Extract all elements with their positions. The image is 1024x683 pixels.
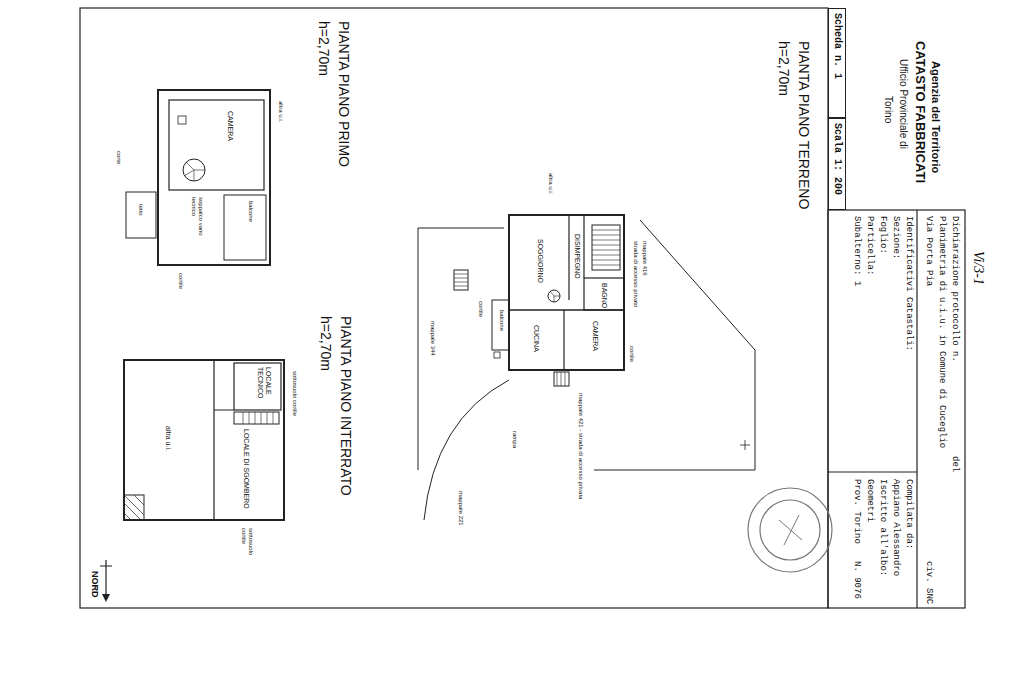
plan-label: strada di accesso privato	[632, 240, 639, 308]
plan-label: Subalterno: 1	[852, 215, 862, 287]
plan-label: BAGNO	[600, 282, 608, 309]
plan-label: mappale 221	[457, 490, 464, 527]
plan-label: Geometri	[865, 478, 875, 523]
plan-label: Foglio:	[878, 215, 888, 255]
plan-label: LOCALE TECNICO	[256, 366, 272, 408]
plan-label: NORD	[90, 570, 100, 599]
plan-label: Iscritto all'albo:	[878, 478, 888, 577]
plan-label: h=2,70m	[776, 40, 792, 97]
plan-label: altra u.i.	[277, 100, 284, 123]
plan-label: CATASTO FABBRICATI	[912, 40, 927, 184]
plan-label: h=2,70m	[316, 20, 332, 77]
plan-label: CAMERA	[591, 320, 599, 352]
plan-label: altra u.i.	[547, 172, 554, 195]
plan-label: soppalco vano tecnico	[190, 196, 204, 248]
plan-label: del	[950, 455, 960, 473]
plan-label: altra u.i.	[164, 425, 172, 452]
plan-label: Ufficio Provinciale di	[898, 58, 910, 150]
plan-label: balcone	[498, 309, 505, 332]
plan-label: corte	[115, 150, 122, 165]
plan-label: Vi/3-1	[970, 250, 986, 286]
plan-label: h=2,70m	[318, 315, 334, 372]
plan-label: Compilata da:	[904, 478, 914, 550]
plan-label: PIANTA PIANO INTERRATO	[338, 315, 354, 497]
plan-label: Dichiarazione protocollo n.	[950, 215, 960, 363]
plan-label: Torino	[883, 95, 895, 124]
sheet-cell: Scheda n. 1	[828, 8, 846, 118]
cell-text: Scala 1: 200	[830, 119, 846, 209]
plan-label: civ. SNC	[924, 560, 934, 605]
plan-label: sottosuolo cortile	[291, 370, 298, 417]
plan-label: Identificativi Catastali:	[904, 215, 914, 352]
plan-label: cortile	[177, 272, 184, 290]
sheet-cell: Scala 1: 200	[828, 118, 846, 210]
plan-label: Particella:	[865, 215, 875, 276]
plan-label: Agenzia del Territorio	[929, 60, 942, 174]
plan-label: N. 9076	[852, 560, 862, 600]
plan-label: LOCALE DI SGOMBERO	[242, 428, 250, 510]
plan-label: cortile	[477, 300, 484, 318]
plan-label: rampa	[511, 430, 518, 449]
cell-text: Scheda n. 1	[830, 9, 846, 117]
plan-label: PIANTA PIANO PRIMO	[336, 20, 352, 168]
plan-label: CAMERA	[226, 110, 234, 142]
plan-label: mappale 416	[641, 240, 648, 277]
plan-label: Sezione:	[891, 215, 901, 260]
plan-label: Appiano Alessandro	[891, 478, 901, 577]
plan-label: mappale 344	[429, 320, 436, 357]
plan-label: Via Porta Pia	[924, 215, 934, 287]
plan-label: balcone	[247, 200, 254, 223]
plan-label: sottosuolo cortile	[240, 527, 254, 571]
plan-label: Prov. Torino	[852, 478, 862, 545]
plan-label: SOGGIORNO	[536, 238, 544, 284]
plan-label: mappale 421 - strada di accesso privata	[577, 392, 584, 500]
plan-label: CUCINA	[532, 324, 540, 353]
plan-label: Planimetria di u.i.u. in Comune di Cuceg…	[937, 215, 947, 449]
plan-label: tetto	[137, 203, 144, 217]
plan-label: cortile	[628, 345, 635, 363]
plan-label: PIANTA PIANO TERRENO	[796, 40, 812, 210]
plan-label: DISIMPEGNO	[573, 233, 581, 280]
